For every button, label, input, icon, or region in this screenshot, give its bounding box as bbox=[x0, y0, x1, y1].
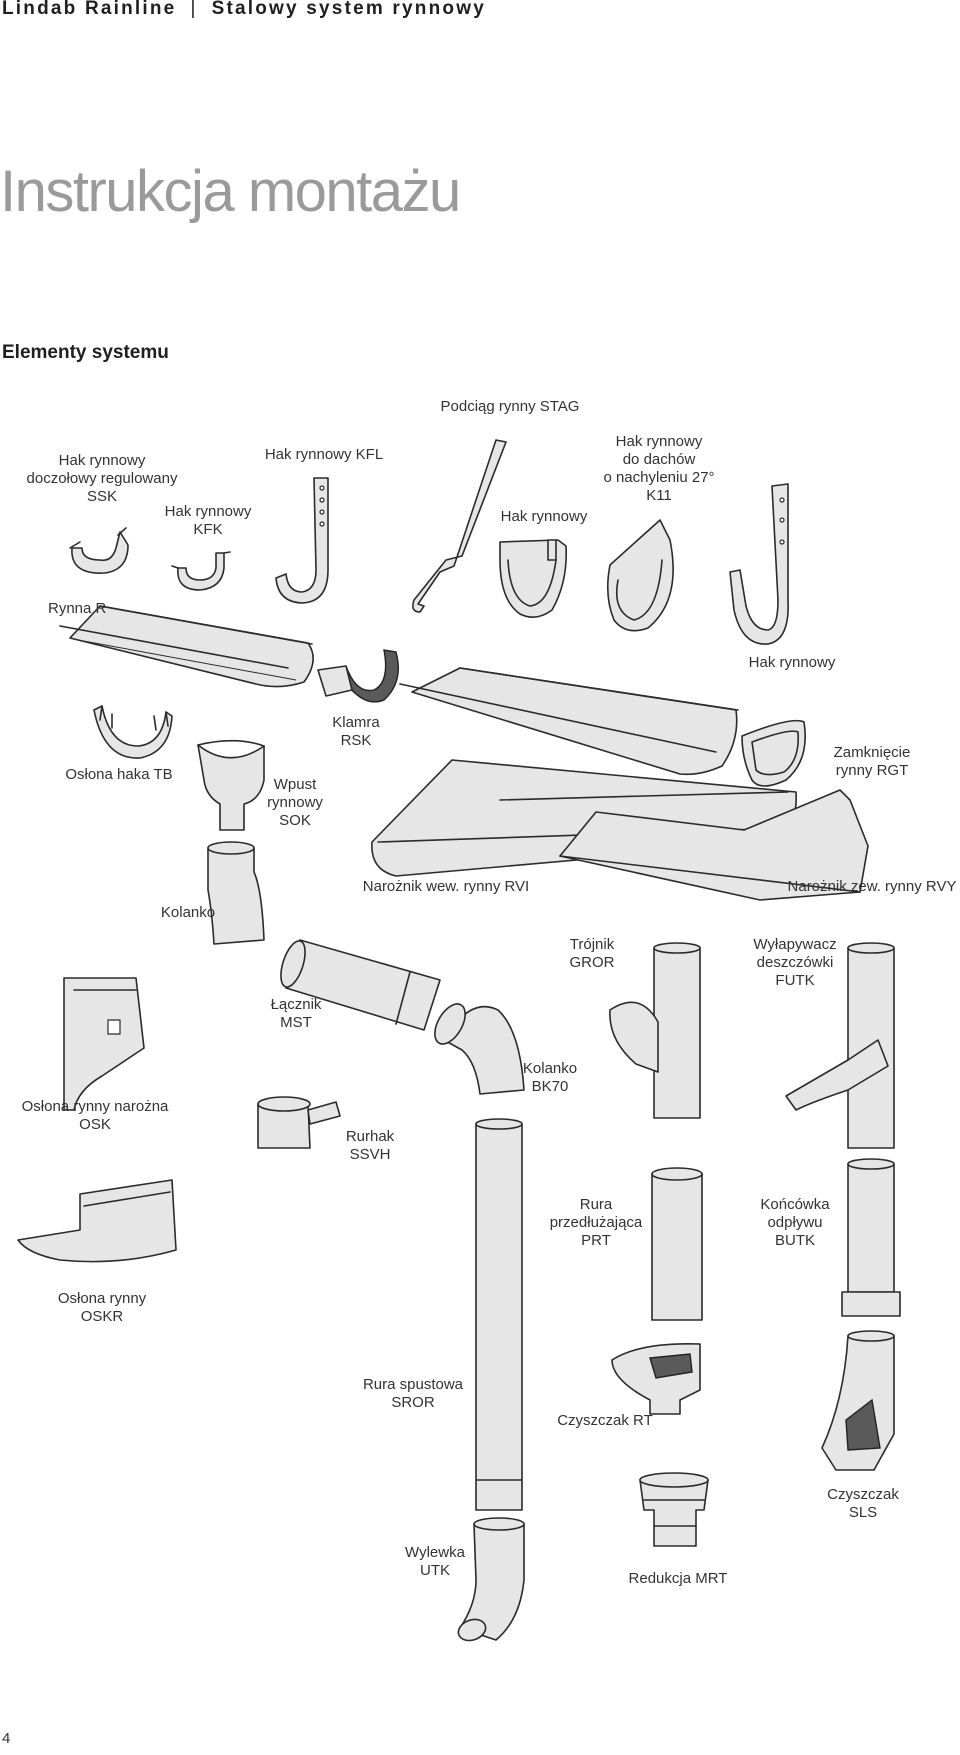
elbow-drawing bbox=[207, 841, 265, 945]
bracket-rsk-drawing bbox=[317, 649, 399, 703]
label-hak-2: Hak rynnowy bbox=[748, 654, 836, 671]
label-mst: Łącznik MST bbox=[270, 996, 322, 1031]
hook-cover-tb-drawing bbox=[93, 705, 173, 759]
label-bk70: Kolanko BK70 bbox=[522, 1060, 578, 1095]
connector-mst-drawing bbox=[280, 939, 441, 1031]
tee-gror-drawing bbox=[609, 942, 701, 1119]
label-rsk: Klamra RSK bbox=[332, 714, 380, 749]
corner-outer-rvy-drawing bbox=[559, 789, 869, 901]
label-rgt: Zamknięcie rynny RGT bbox=[833, 744, 911, 779]
label-kfk: Hak rynnowy KFK bbox=[164, 503, 252, 538]
label-stag: Podciąg rynny STAG bbox=[440, 398, 580, 415]
hook-1-drawing bbox=[499, 539, 568, 618]
label-osk: Osłona rynny narożna OSK bbox=[21, 1098, 169, 1133]
page-title: Instrukcja montażu bbox=[0, 159, 461, 224]
gutter-long-drawing bbox=[399, 667, 739, 776]
outlet-sok-drawing bbox=[197, 739, 265, 831]
label-sls: Czyszczak SLS bbox=[827, 1486, 899, 1521]
label-rvy: Narożnik zew. rynny RVY bbox=[787, 878, 957, 895]
header-series: Stalowy system rynnowy bbox=[211, 0, 486, 19]
hook-kfl-drawing bbox=[275, 477, 329, 604]
label-kfl: Hak rynnowy KFL bbox=[264, 446, 384, 463]
header-brand: Lindab Rainline bbox=[2, 0, 177, 19]
label-sror: Rura spustowa SROR bbox=[362, 1376, 464, 1411]
cleaner-rt-drawing bbox=[611, 1343, 701, 1415]
hook-kfk-drawing bbox=[171, 551, 231, 591]
elbow-bk70-drawing bbox=[434, 1003, 525, 1095]
gutter-r-drawing bbox=[59, 605, 314, 688]
hook-k11-drawing bbox=[606, 519, 674, 632]
label-sok: Wpust rynnowy SOK bbox=[267, 776, 323, 829]
label-rvi: Narożnik wew. rynny RVI bbox=[362, 878, 530, 895]
header-separator: | bbox=[190, 0, 198, 19]
hook-2-drawing bbox=[729, 483, 789, 645]
label-gror: Trójnik GROR bbox=[569, 936, 615, 971]
label-prt: Rura przedłużająca PRT bbox=[549, 1196, 643, 1249]
strap-stag-drawing bbox=[412, 439, 507, 613]
cleaner-sls-drawing bbox=[821, 1330, 895, 1471]
label-rt: Czyszczak RT bbox=[557, 1412, 653, 1429]
reducer-mrt-drawing bbox=[639, 1472, 709, 1547]
spout-utk-drawing bbox=[457, 1517, 525, 1642]
gutter-cover-oskr-drawing bbox=[17, 1179, 177, 1263]
label-oskr: Osłona rynny OSKR bbox=[57, 1290, 147, 1325]
downpipe-sror-drawing bbox=[475, 1118, 523, 1511]
clamp-ssvh-drawing bbox=[257, 1096, 341, 1149]
label-tb: Osłona haka TB bbox=[65, 766, 173, 783]
rain-collector-futk-drawing bbox=[785, 942, 895, 1149]
label-k11: Hak rynnowy do dachów o nachyleniu 27° K… bbox=[603, 433, 715, 504]
label-rynna: Rynna R bbox=[48, 600, 107, 617]
page-header: Lindab Rainline | Stalowy system rynnowy bbox=[2, 0, 486, 20]
page-number: 4 bbox=[2, 1730, 11, 1747]
label-butk: Końcówka odpływu BUTK bbox=[760, 1196, 830, 1249]
label-utk: Wylewka UTK bbox=[405, 1544, 465, 1579]
hook-ssk-drawing bbox=[69, 527, 129, 574]
extension-pipe-prt-drawing bbox=[651, 1167, 703, 1321]
corner-cover-osk-drawing bbox=[63, 977, 145, 1111]
label-hak-1: Hak rynnowy bbox=[500, 508, 588, 525]
section-title: Elementy systemu bbox=[2, 342, 169, 363]
end-cap-rgt-drawing bbox=[741, 719, 806, 787]
label-ssk: Hak rynnowy doczołowy regulowany SSK bbox=[26, 452, 178, 505]
label-mrt: Redukcja MRT bbox=[628, 1570, 728, 1587]
outlet-end-butk-drawing bbox=[841, 1158, 901, 1317]
label-futk: Wyłapywacz deszczówki FUTK bbox=[753, 936, 837, 989]
label-ssvh: Rurhak SSVH bbox=[345, 1128, 395, 1163]
label-kolanko: Kolanko bbox=[160, 904, 216, 921]
